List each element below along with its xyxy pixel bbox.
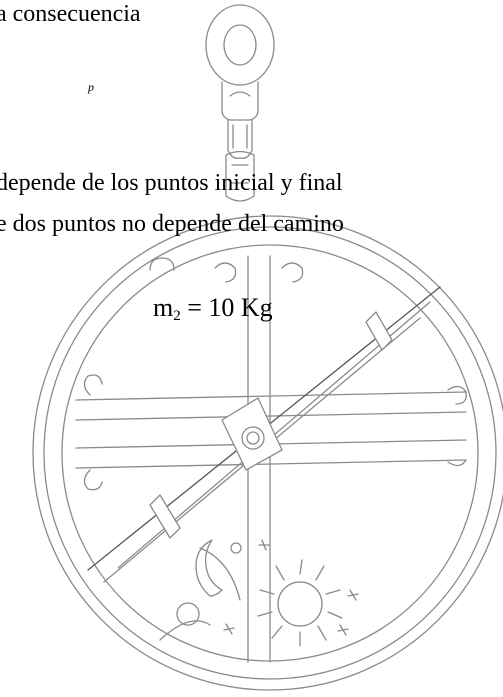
- astrolabe-alidade: [87, 286, 441, 583]
- mass-value: = 10 Kg: [180, 293, 273, 322]
- astrolabe-shackle: [221, 81, 259, 202]
- mass-symbol: m: [153, 293, 174, 322]
- text-fragment-p: p: [88, 80, 94, 94]
- mass-equation: m2 = 10 Kg: [153, 293, 273, 324]
- text-line-no-depende-camino: e dos puntos no depende del camino: [0, 211, 344, 237]
- text-line-consecuencia: a consecuencia: [0, 1, 141, 27]
- text-line-puntos-inicial-final: depende de los puntos inicial y final: [0, 170, 343, 196]
- astrolabe-ring: [205, 4, 275, 86]
- astrolabe-celestial-motif: [159, 539, 359, 647]
- mass-subscript: 2: [173, 308, 181, 324]
